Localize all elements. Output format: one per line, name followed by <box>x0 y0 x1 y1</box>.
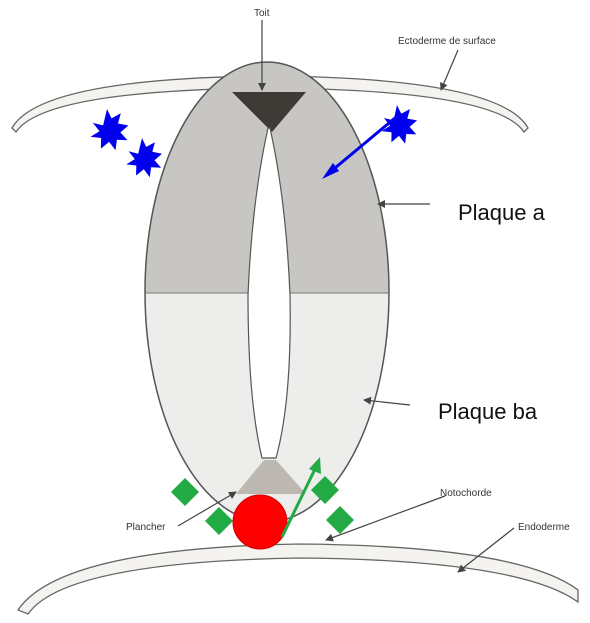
blue-star-icon <box>91 109 129 150</box>
label-plancher: Plancher <box>126 522 166 533</box>
label-notochorde: Notochorde <box>440 488 492 499</box>
neural-tube <box>140 55 400 533</box>
green-diamond-icon <box>171 478 199 506</box>
blue-star-icon <box>126 138 162 177</box>
label-toit: Toit <box>254 8 270 19</box>
label-plaque-basale: Plaque ba <box>438 399 538 424</box>
label-ectoderme: Ectoderme de surface <box>398 36 496 47</box>
notochord-red-circle-icon <box>233 495 287 549</box>
endoderm <box>18 544 578 614</box>
green-diamond-icon <box>326 506 354 534</box>
label-endoderme: Endoderme <box>518 522 570 533</box>
label-plaque-alaire: Plaque a <box>458 200 546 225</box>
